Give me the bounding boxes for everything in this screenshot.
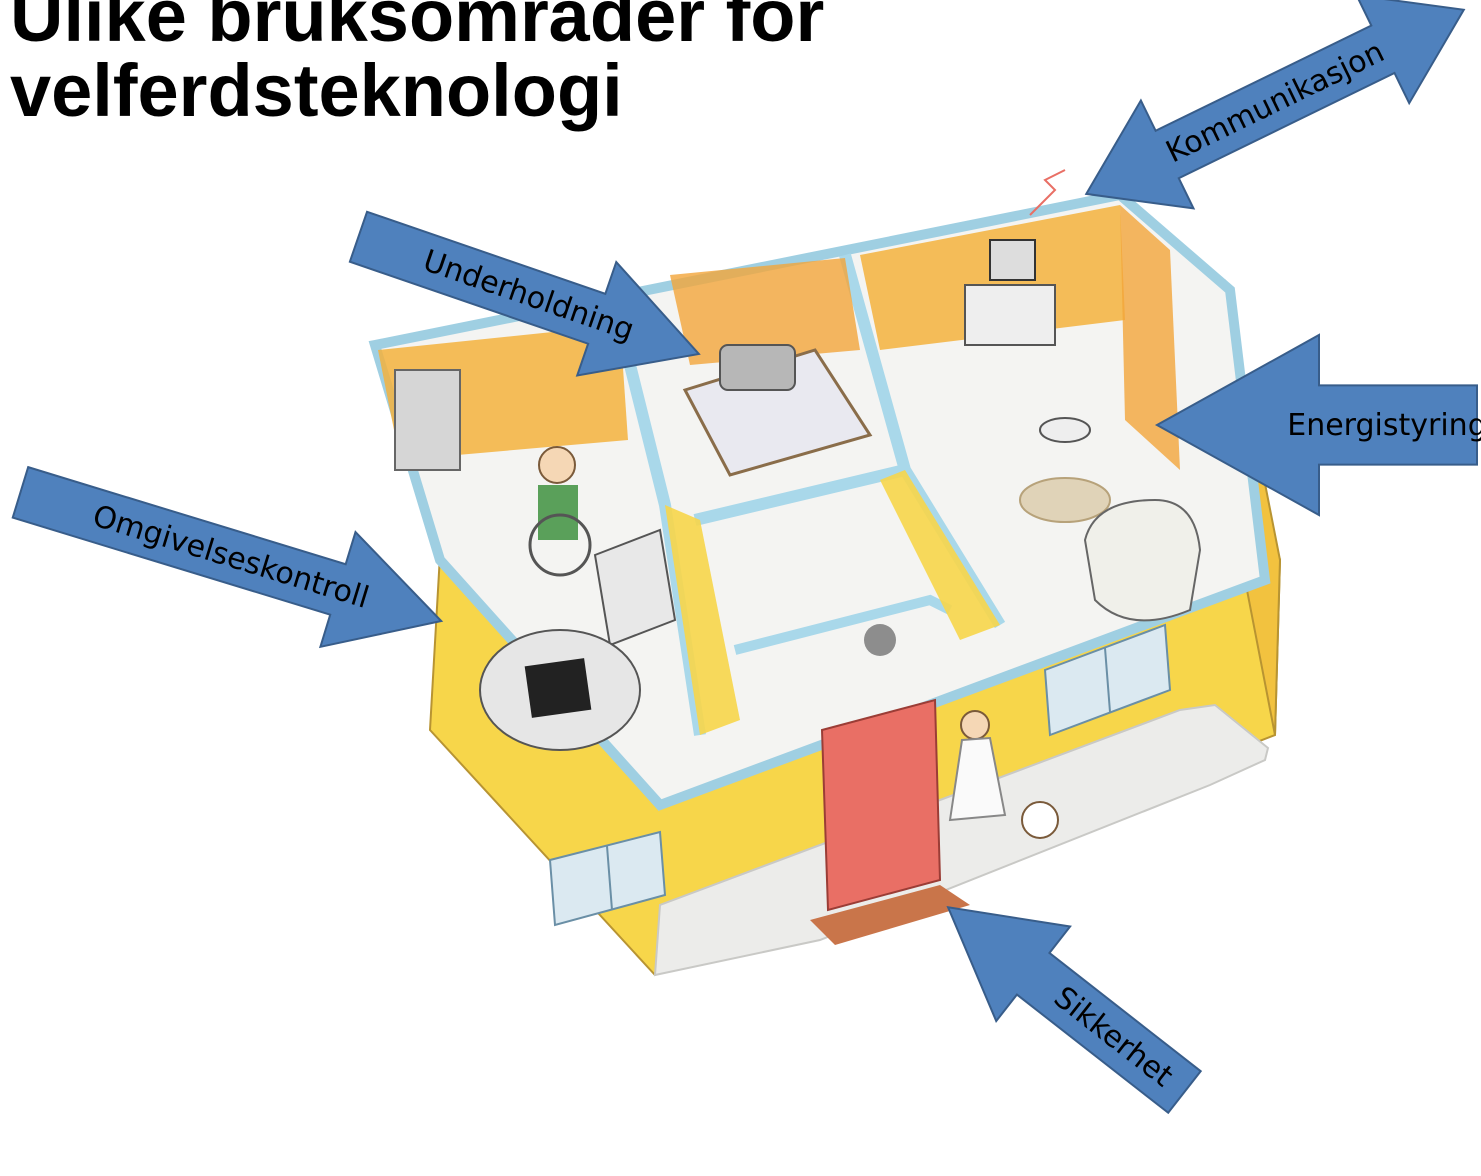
person-body [538, 485, 578, 540]
front-window-right [1043, 623, 1172, 737]
arrow-polygon [348, 210, 701, 377]
chessboard [524, 658, 592, 718]
front-door [820, 698, 942, 912]
arrow-shape [1154, 333, 1478, 517]
side-table [1039, 417, 1091, 443]
radio [719, 344, 796, 391]
arrow-kommunikasjon: Kommunikasjon [1060, 0, 1481, 248]
title-line-1: Ulike bruksområder for [10, 0, 825, 57]
bath-side-wall [665, 505, 740, 735]
bedroom-side-wall [880, 470, 1000, 640]
arrow-polygon [1154, 333, 1478, 517]
arrow-polygon [11, 465, 444, 649]
wall-bath-front [733, 594, 953, 655]
living-right-wall [1120, 205, 1180, 470]
page-title: Ulike bruksområder for velferdsteknologi [10, 0, 824, 129]
sofa [1083, 498, 1202, 622]
woman-dress [948, 736, 1007, 822]
wheelchair-wheel [528, 513, 592, 577]
door-mat [810, 885, 970, 945]
cat [864, 624, 896, 656]
arrow-underholdning: Underholdning [339, 180, 718, 411]
arrow-shape [348, 210, 701, 377]
signal-line [1029, 169, 1066, 216]
fridge [394, 369, 461, 471]
title-line-2: velferdsteknologi [10, 49, 623, 133]
computer-monitor [989, 239, 1036, 281]
rug [1019, 477, 1111, 523]
arrow-polygon [1084, 0, 1466, 210]
front-window-left [548, 830, 667, 927]
arrow-omgivelseskontroll: Omgivelseskontroll [3, 435, 459, 678]
person-head [538, 446, 576, 484]
wall-bath [693, 464, 907, 526]
dog [1021, 801, 1059, 839]
arrow-shape [11, 465, 444, 649]
arrow-energistyring: Energistyring [1154, 333, 1481, 517]
bedroom-back-wall [670, 258, 860, 365]
stove [593, 528, 677, 647]
label-energistyring: Energistyring [1287, 407, 1481, 443]
computer-desk [964, 284, 1056, 346]
arrow-shape [1084, 0, 1466, 210]
woman-head [960, 710, 990, 740]
